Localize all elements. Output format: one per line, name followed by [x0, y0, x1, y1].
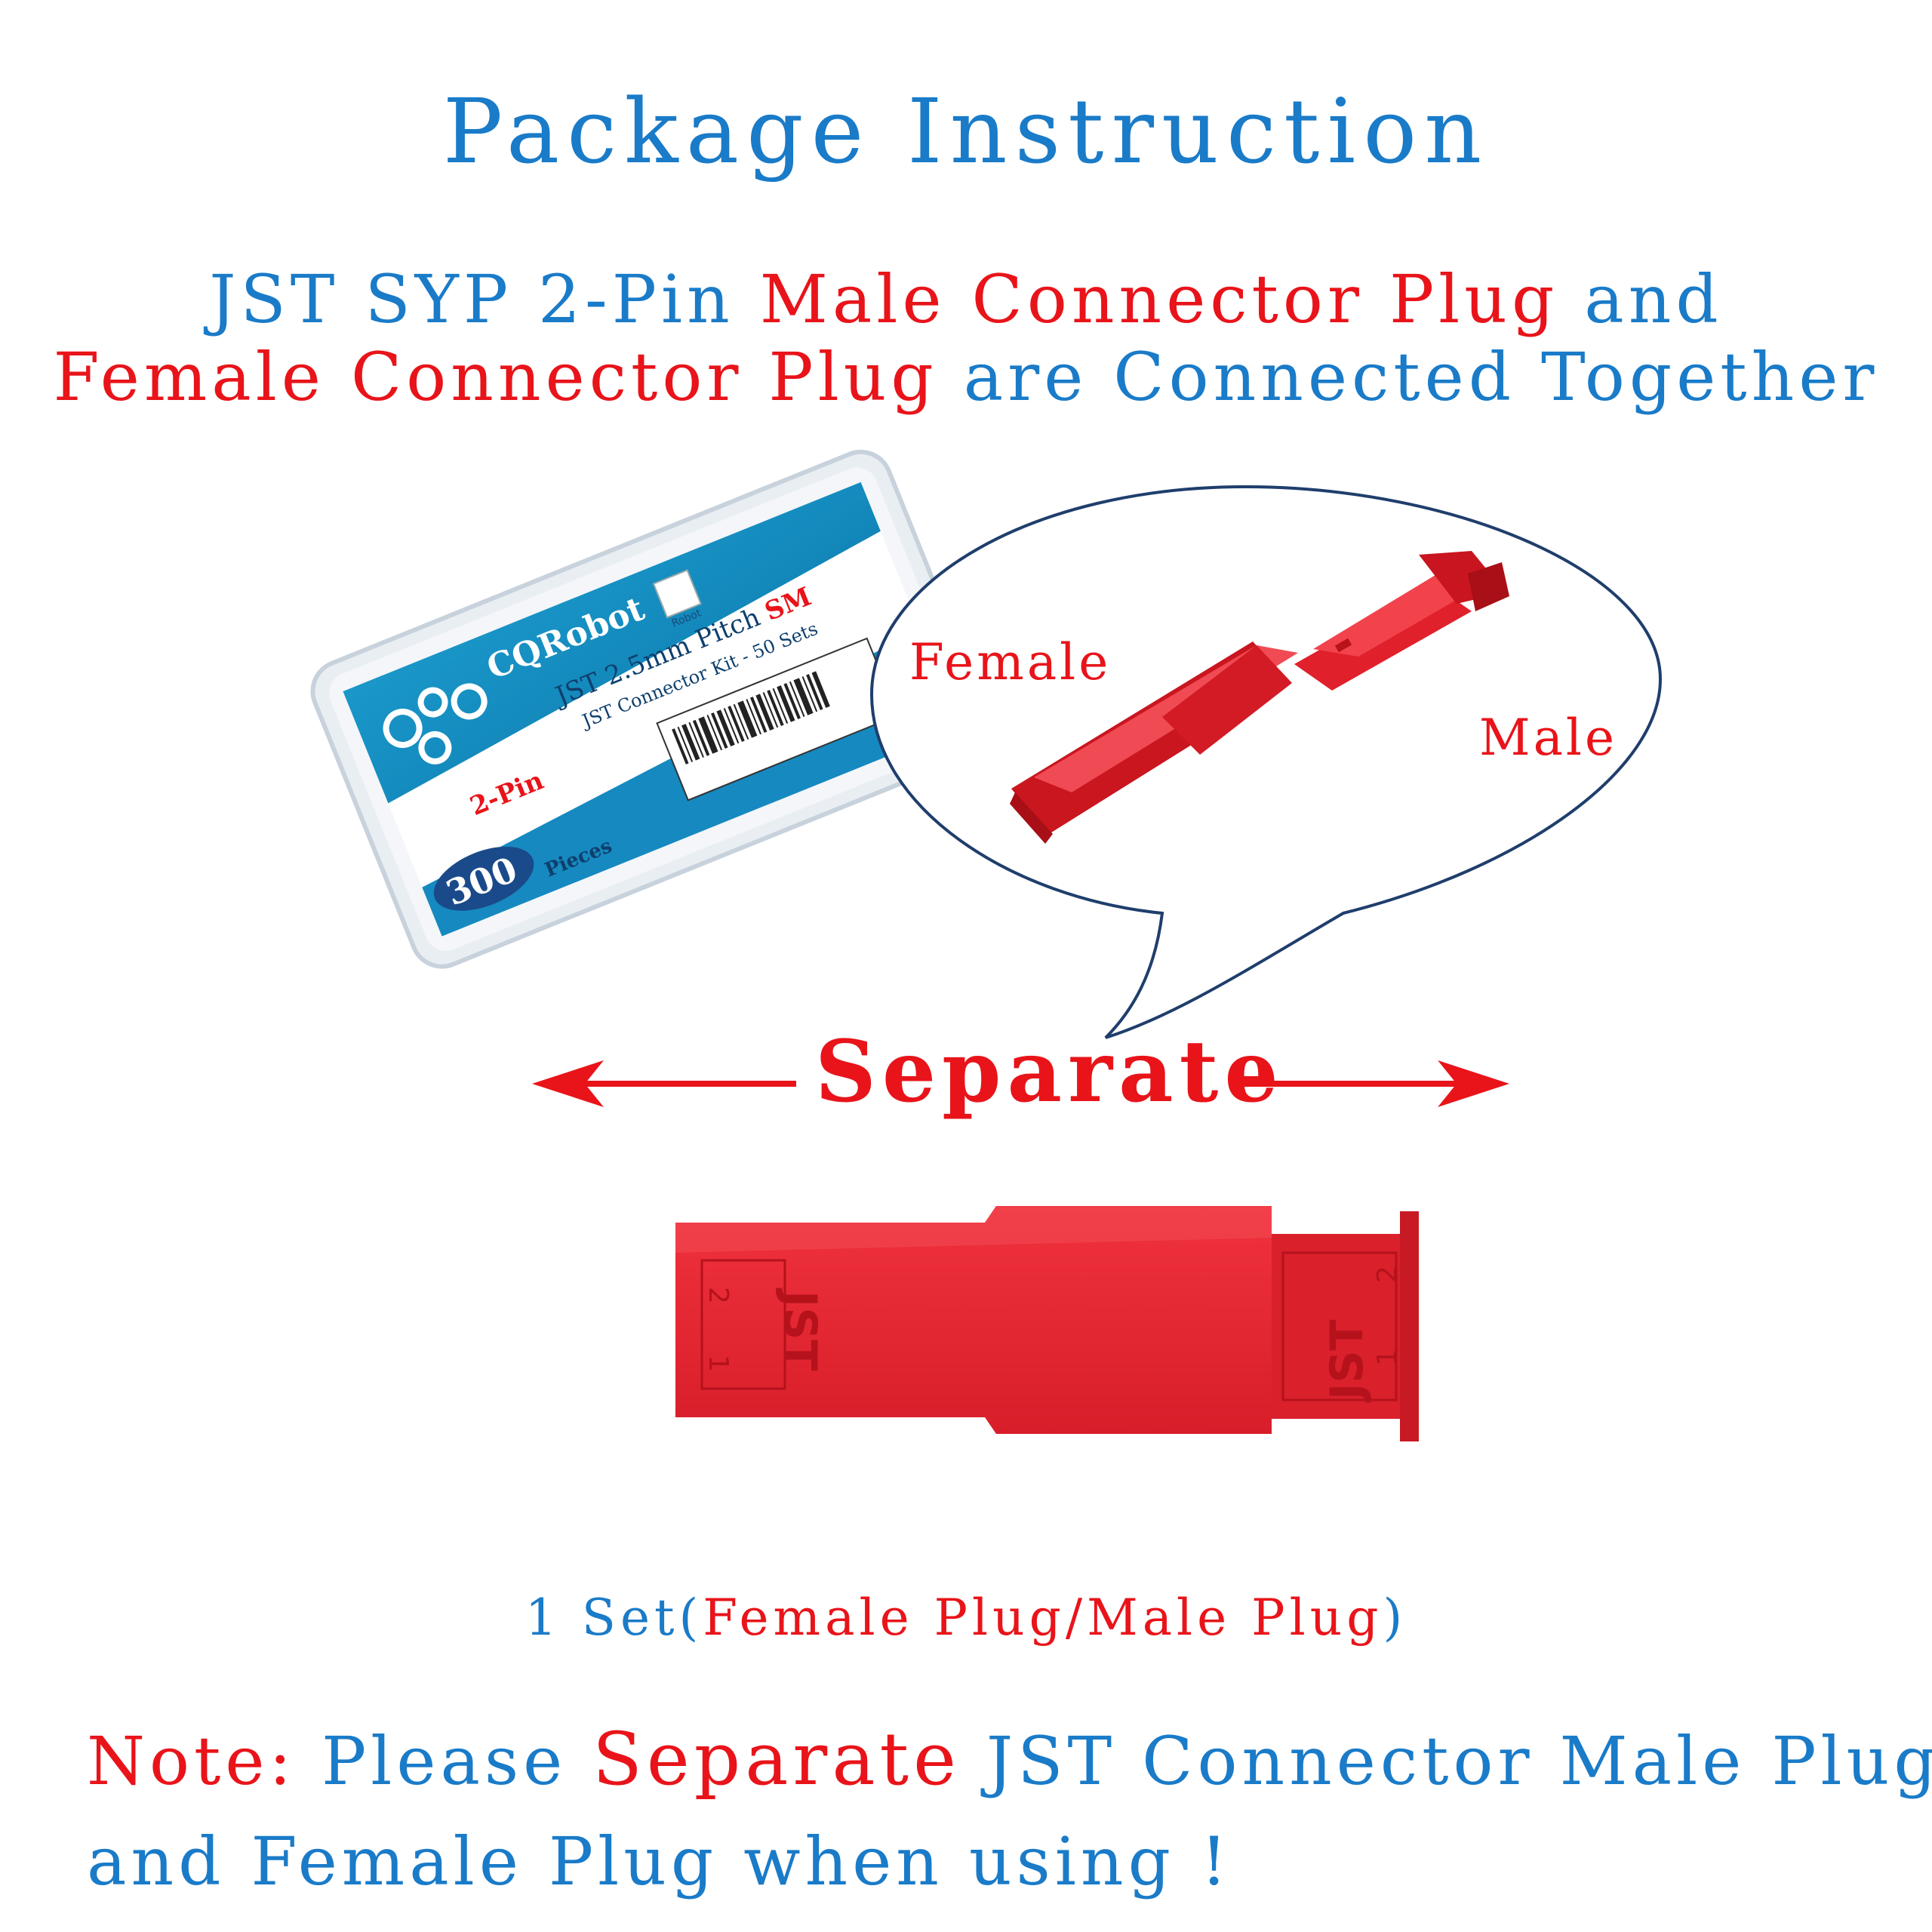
text-segment: Separate — [592, 1717, 961, 1801]
text-segment: and Female Plug when using ! — [87, 1823, 1232, 1900]
text-segment: JST SYP 2-Pin — [209, 260, 760, 338]
box-count-badge — [433, 846, 534, 911]
female-plug-separated — [1010, 641, 1298, 844]
plug-pin1-mark-male: 1 — [1372, 1349, 1403, 1366]
speech-bubble — [869, 485, 1663, 1039]
plug-jst-mark-female: JST — [774, 1287, 826, 1371]
note-line-1: Note: Please Separate JST Connector Male… — [87, 1717, 1932, 1801]
text-segment: and — [1558, 260, 1723, 338]
product-box: CQRobot Robot JST 2.5mm Pitch SM JST Con… — [310, 449, 992, 969]
left-arrow — [532, 1060, 796, 1107]
subtitle-line-2: Female Connector Plug are Connected Toge… — [0, 338, 1932, 416]
text-segment: are Connected Together — [937, 338, 1879, 416]
text-segment: 1 Set( — [525, 1589, 703, 1647]
box-header-band — [343, 481, 881, 804]
bubble-female-label: Female — [909, 633, 1111, 691]
plug-pin2-mark-female: 2 — [703, 1287, 734, 1304]
text-segment: Note: — [87, 1722, 322, 1800]
male-plug-separated — [1294, 551, 1509, 691]
separate-label: Separate — [815, 1023, 1284, 1121]
plug-jst-mark-male: JST — [1321, 1319, 1374, 1403]
text-segment: Please — [321, 1722, 593, 1800]
barcode — [656, 637, 900, 801]
text-segment: ) — [1383, 1589, 1407, 1647]
box-small-logo — [652, 569, 702, 619]
right-arrow — [1241, 1060, 1509, 1107]
text-segment: Female Plug/Male Plug — [703, 1589, 1383, 1647]
bubble-male-label: Male — [1479, 709, 1617, 767]
page-title: Package Instruction — [442, 79, 1490, 183]
text-segment: Female Connector Plug — [53, 338, 938, 416]
text-segment: JST Connector Male Plug — [960, 1722, 1932, 1800]
set-caption: 1 Set(Female Plug/Male Plug) — [0, 1589, 1932, 1647]
gears-icon — [383, 683, 488, 764]
note-line-2: and Female Plug when using ! — [87, 1823, 1232, 1900]
connected-plug — [675, 1206, 1419, 1441]
text-segment: Male Connector Plug — [759, 260, 1559, 338]
plug-pin1-mark-female: 1 — [703, 1355, 734, 1372]
plug-pin2-mark-male: 2 — [1372, 1266, 1403, 1283]
subtitle-line-1: JST SYP 2-Pin Male Connector Plug and — [0, 260, 1932, 338]
